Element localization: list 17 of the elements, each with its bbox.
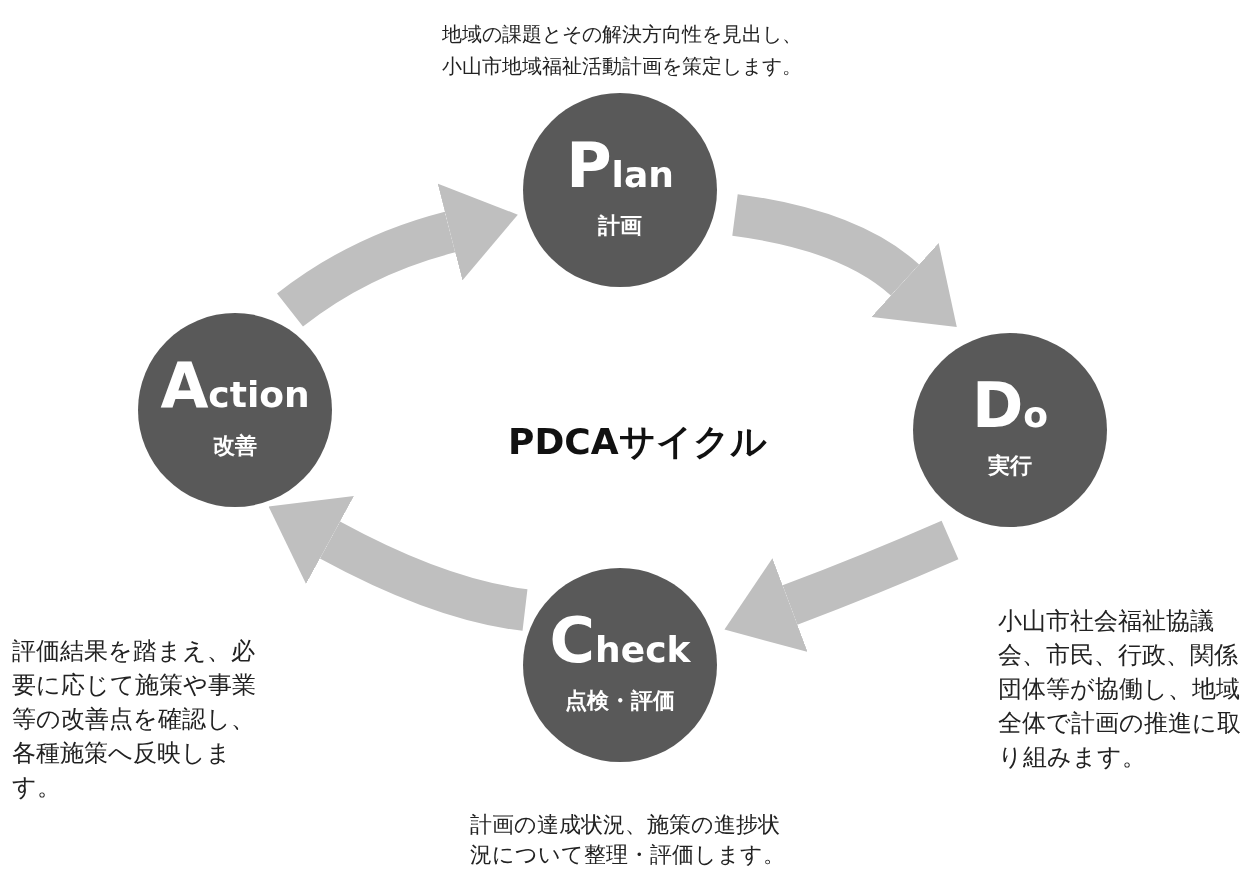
phase-name: Do <box>970 371 1050 444</box>
description: 地域の課題とその解決方向性を見出し、小山市地域福祉活動計画を策定します。 <box>442 21 803 80</box>
phase-name: Plan <box>565 131 675 204</box>
phase-name: Check <box>548 606 692 679</box>
phase-label: 改善 <box>212 432 258 460</box>
description: 小山市社会福祉協議会、市民、行政、関係団体等が協働し、地域全体で計画の推進に取り組みます。 <box>998 606 1242 773</box>
arrow <box>277 183 518 327</box>
arrow <box>731 194 959 326</box>
phase-label: 計画 <box>597 212 643 240</box>
phase-label: 点検・評価 <box>564 687 676 715</box>
arrow <box>268 495 528 631</box>
cycle-title: PDCAサイクル <box>508 420 767 464</box>
description: 評価結果を踏まえ、必要に応じて施策や事業等の改善点を確認し、各種施策へ反映します。 <box>12 636 257 803</box>
phase-name: Action <box>159 351 311 424</box>
phase-label: 実行 <box>987 452 1033 480</box>
description: 計画の達成状況、施策の進捗状況について整理・評価します。 <box>470 811 786 869</box>
arrow <box>724 520 959 652</box>
